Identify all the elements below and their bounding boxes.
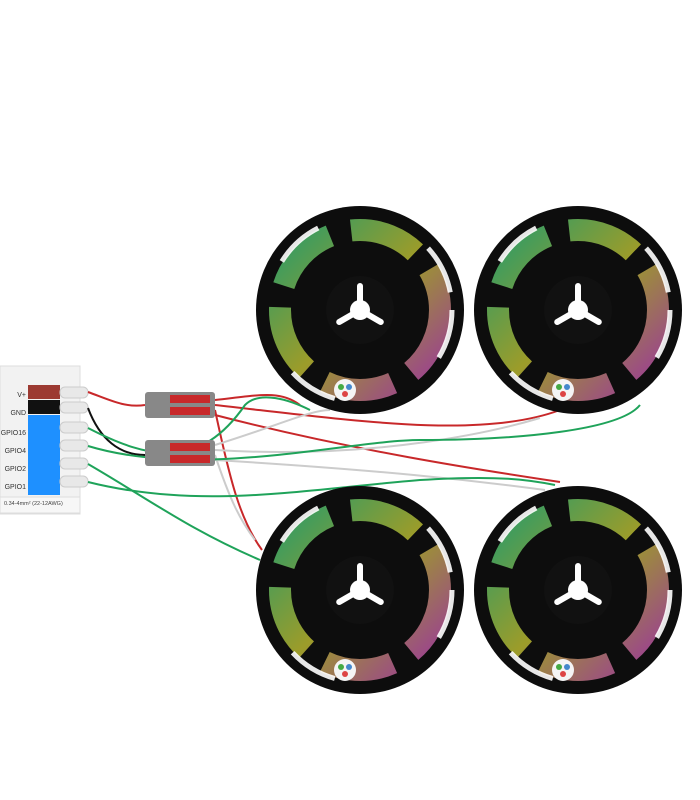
rgb-icon <box>334 379 356 401</box>
terminal-gnd <box>28 400 60 414</box>
label-gpio4: GPIO4 <box>4 448 26 455</box>
led-strip-reel-bottom-right <box>474 486 682 694</box>
wire-spec-label: 0.34-4mm² (22-12AWG) <box>4 501 63 507</box>
label-gpio2: GPIO2 <box>4 466 26 473</box>
terminal-gpio-block <box>28 415 60 495</box>
label-gpio1: GPIO1 <box>4 484 26 491</box>
rgb-icon <box>552 379 574 401</box>
controller-box <box>0 365 89 515</box>
splice-connector-ground <box>145 440 215 466</box>
led-strip-reel-bottom-left <box>256 486 464 694</box>
led-strip-reel-top-right <box>474 206 682 414</box>
splice-connector-power <box>145 392 215 418</box>
rgb-icon <box>334 659 356 681</box>
wires <box>87 391 641 561</box>
label-gpio16: GPIO16 <box>0 430 26 437</box>
wire-gpio16 <box>87 396 311 455</box>
wire-gpio2 <box>87 463 261 561</box>
wire-power <box>87 391 146 407</box>
wire-gpio1 <box>87 476 556 498</box>
led-strip-reel-top-left <box>256 206 464 414</box>
label-gnd: GND <box>10 410 26 417</box>
wire-ground <box>87 407 146 456</box>
label-vplus: V+ <box>17 392 26 399</box>
rgb-icon <box>552 659 574 681</box>
terminal-vplus <box>28 385 60 399</box>
